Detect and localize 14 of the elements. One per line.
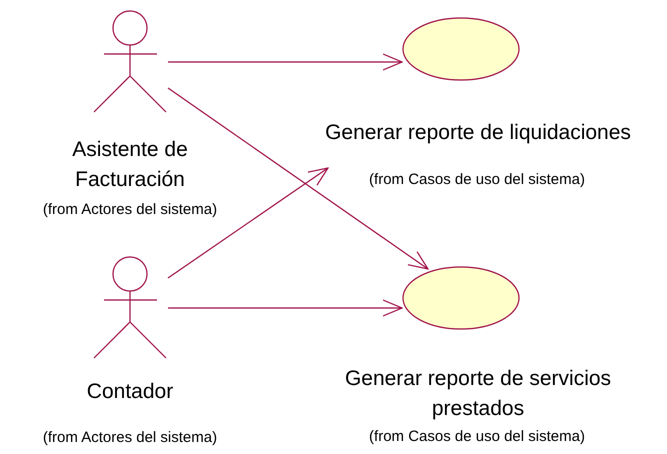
package-note: (from Casos de uso del sistema) [368,428,586,446]
arrow [168,53,403,71]
package-note: (from Casos de uso del sistema) [368,171,586,189]
actor-name: Asistente de Facturación [71,137,189,193]
arrow [168,299,403,317]
use-case-name: Generar reporte de servicios prestados [344,366,612,422]
package-note: (from Actores del sistema) [42,429,218,447]
actor-name: Contador [86,379,174,405]
use-case-ellipse [402,17,520,81]
use-case-ellipse [402,266,520,330]
use-case-name: Generar reporte de liquidaciones [324,120,632,146]
arrow [168,88,429,270]
arrow [168,167,329,278]
package-note: (from Actores del sistema) [42,201,218,219]
